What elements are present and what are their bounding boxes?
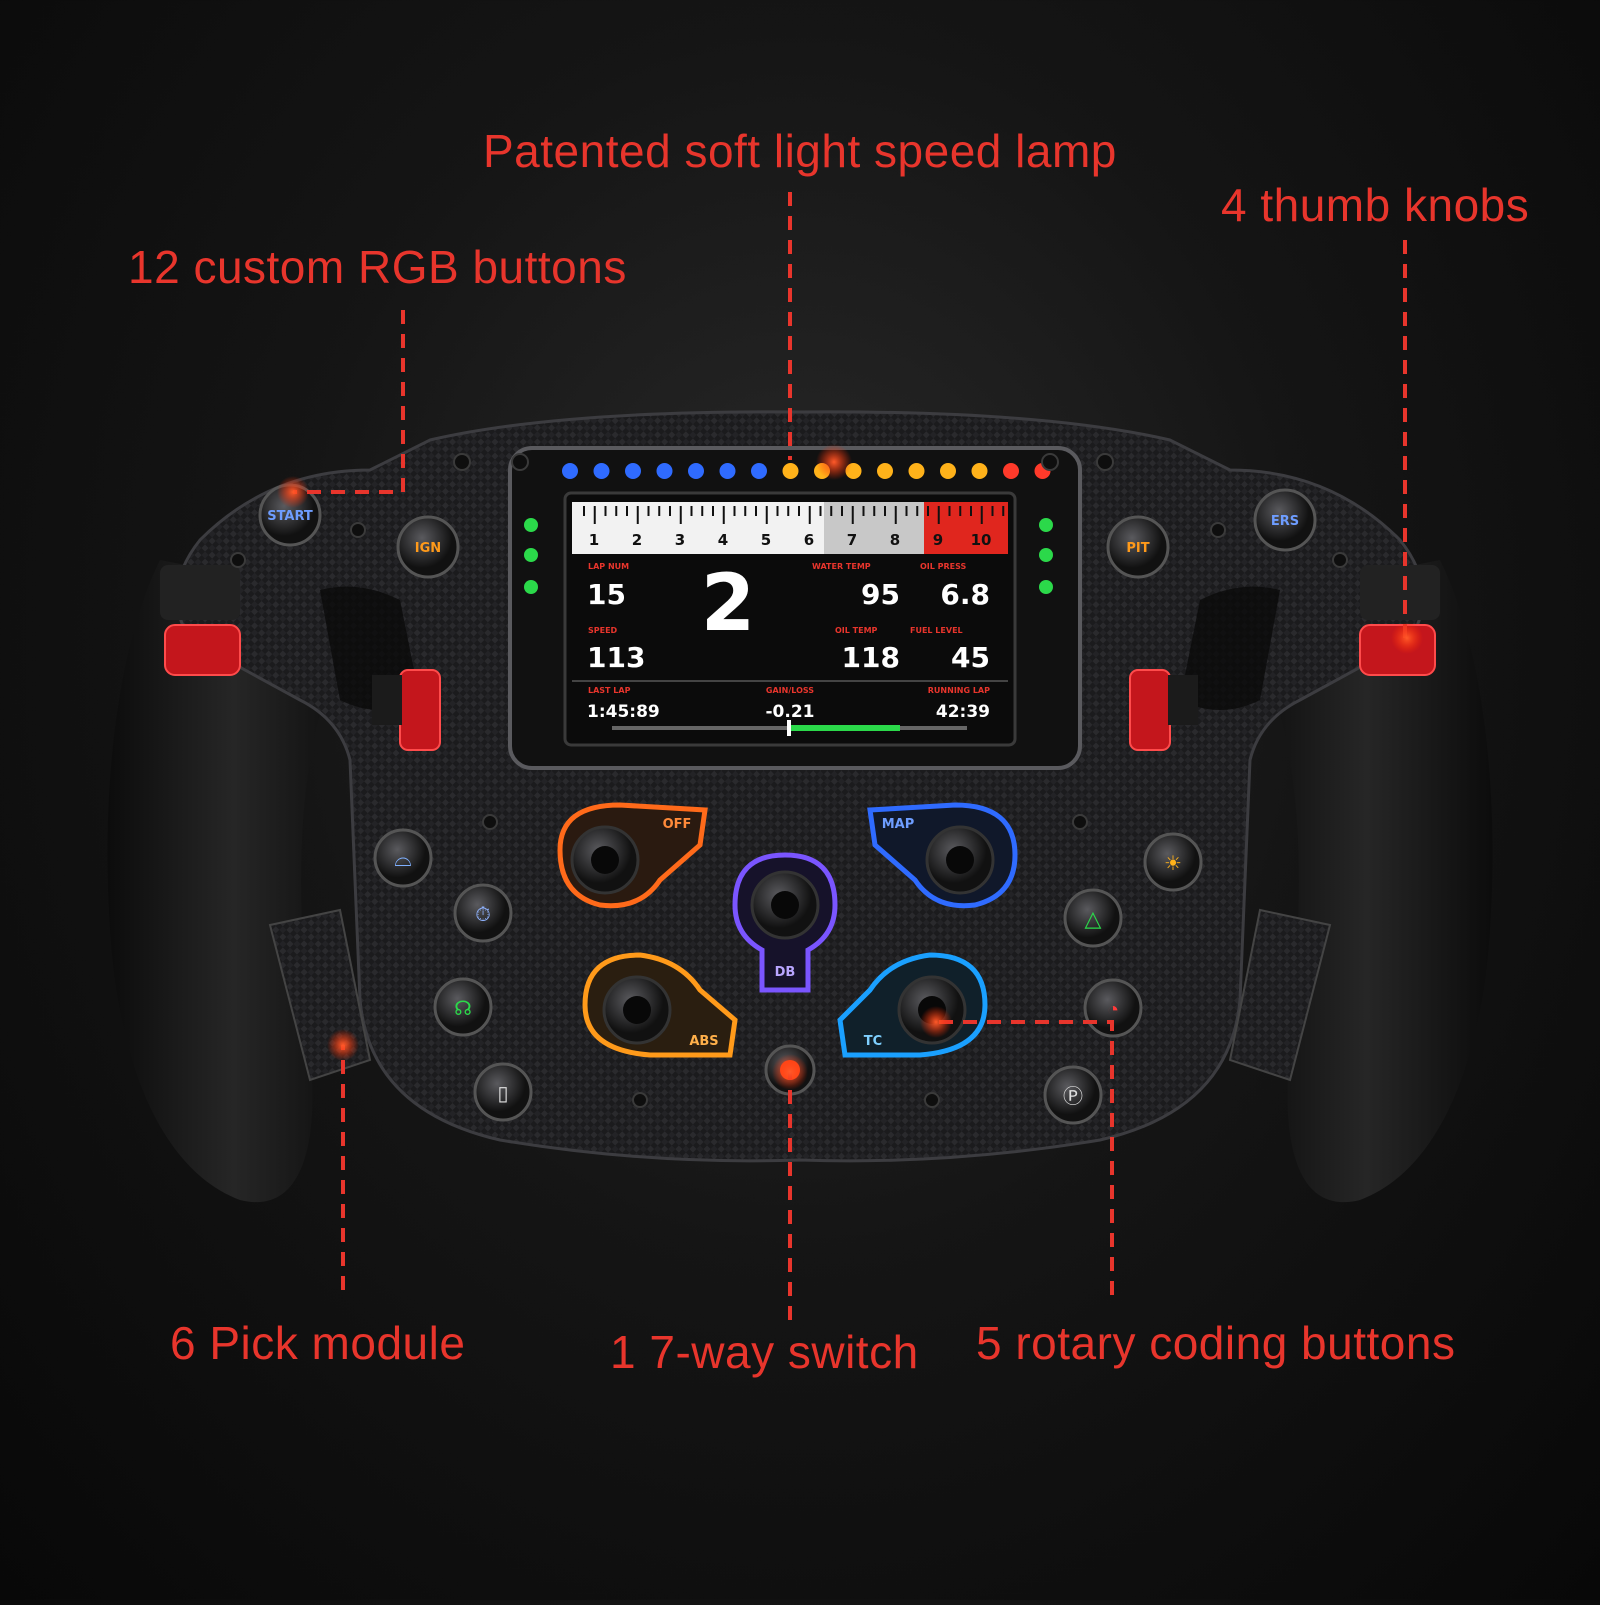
callout-thumb-knobs: 4 thumb knobs (1221, 179, 1530, 231)
oil-temp-label: OIL TEMP (835, 626, 878, 635)
rev-scale-label: 2 (632, 531, 642, 549)
screws (230, 453, 1348, 1108)
rev-scale-label: 9 (933, 531, 943, 549)
rev-scale-label: 7 (847, 531, 857, 549)
svg-text:TC: TC (864, 1034, 882, 1049)
thumb-knob-left-outer[interactable] (160, 565, 241, 676)
svg-text:DB: DB (775, 965, 796, 980)
callout-pick-module: 6 Pick module (170, 1317, 466, 1369)
off-rotary[interactable]: OFF (557, 802, 708, 909)
running-lap-label: RUNNING LAP (928, 686, 990, 695)
svg-text:ABS: ABS (689, 1034, 718, 1049)
running-lap-value: 42:39 (936, 702, 990, 722)
radio-icon: ☊ (454, 998, 472, 1020)
rev-led (688, 463, 704, 479)
thumb-knob-left-inner[interactable] (372, 669, 441, 751)
thumb-knob-right-inner[interactable] (1129, 669, 1198, 751)
parking-button[interactable]: Ⓟ (1043, 1065, 1103, 1125)
gain-loss-value: -0.21 (766, 702, 815, 722)
rev-scale-label: 3 (675, 531, 685, 549)
right-grip (1240, 560, 1493, 1203)
headlight-icon: ☀ (1164, 853, 1182, 875)
callout-dots (277, 444, 1423, 1090)
speed-value: 113 (587, 641, 645, 674)
last-lap-label: LAST LAP (588, 686, 631, 695)
gear-value: 2 (701, 559, 755, 649)
stopwatch-button[interactable]: ⏱ (453, 883, 513, 943)
water-temp-label: WATER TEMP (812, 562, 871, 571)
ign-button[interactable]: IGN (396, 515, 460, 579)
svg-text:START: START (267, 509, 313, 524)
rev-led (1003, 463, 1019, 479)
thumb-knob-right-outer[interactable] (1359, 565, 1440, 676)
rev-led (593, 463, 610, 479)
fuel-level-value: 45 (951, 641, 990, 674)
wiper-button[interactable]: ⌓ (373, 828, 433, 888)
rev-led (971, 463, 988, 479)
rev-scale-label: 6 (804, 531, 814, 549)
rev-scale-label: 8 (890, 531, 900, 549)
rev-led (782, 463, 799, 479)
last-lap-value: 1:45:89 (587, 702, 660, 722)
speed-label: SPEED (588, 626, 618, 635)
side-leds-left (524, 518, 538, 594)
callout-rgb-buttons: 12 custom RGB buttons (128, 241, 627, 293)
headlight-button[interactable]: ☀ (1143, 832, 1203, 892)
rev-led (719, 463, 736, 479)
water-temp-value: 95 (861, 578, 900, 611)
rev-led (751, 463, 767, 479)
callout-rotary: 5 rotary coding buttons (976, 1317, 1456, 1369)
lap-num-label: LAP NUM (588, 562, 629, 571)
oil-temp-value: 118 (842, 641, 900, 674)
left-grip (107, 560, 360, 1203)
battery-button[interactable]: ▯ (473, 1062, 533, 1122)
right-paddle[interactable] (1228, 908, 1332, 1082)
svg-text:PIT: PIT (1126, 541, 1149, 556)
abs-rotary[interactable]: ABS (582, 952, 738, 1058)
svg-text:IGN: IGN (415, 541, 441, 556)
wheel-faceplate (175, 410, 1425, 1163)
limiter-button[interactable]: ◔ (1083, 978, 1143, 1038)
rev-scale-label: 10 (971, 531, 992, 549)
gain-loss-label: GAIN/LOSS (766, 686, 814, 695)
hazard-icon: △ (1085, 906, 1102, 931)
lap-num-value: 15 (587, 578, 626, 611)
ers-button[interactable]: ERS (1253, 488, 1317, 552)
oil-press-label: OIL PRESS (920, 562, 967, 571)
svg-text:ERS: ERS (1271, 514, 1299, 529)
rev-scale-label: 4 (718, 531, 728, 549)
wiper-icon: ⌓ (394, 846, 411, 871)
rev-led (877, 463, 893, 479)
rev-led (940, 463, 956, 479)
rev-led (625, 463, 641, 479)
db-rotary[interactable]: DB (732, 852, 838, 993)
radio-button[interactable]: ☊ (433, 977, 493, 1037)
side-leds-right (1039, 518, 1053, 594)
hazard-button[interactable]: △ (1063, 888, 1123, 948)
pit-button[interactable]: PIT (1106, 515, 1170, 579)
callout-lines (293, 192, 1407, 1320)
rev-led (656, 463, 673, 479)
battery-icon: ▯ (497, 1083, 508, 1105)
rev-scale-label: 5 (761, 531, 771, 549)
fuel-level-label: FUEL LEVEL (910, 626, 963, 635)
oil-press-value: 6.8 (940, 578, 990, 611)
gauge-icon: ◔ (1107, 999, 1119, 1021)
rev-led (908, 463, 925, 479)
svg-text:MAP: MAP (882, 817, 915, 832)
callout-seven-way: 1 7-way switch (610, 1326, 919, 1378)
parking-icon: Ⓟ (1063, 1085, 1083, 1108)
rev-scale-label: 1 (589, 531, 599, 549)
map-rotary[interactable]: MAP (867, 802, 1018, 909)
rev-scale: 1 2 3 4 5 6 7 8 9 10 (583, 506, 1005, 549)
callout-speed-lamp: Patented soft light speed lamp (483, 125, 1117, 177)
svg-text:OFF: OFF (663, 817, 692, 832)
rev-led (562, 463, 578, 479)
stopwatch-icon: ⏱ (475, 904, 491, 926)
